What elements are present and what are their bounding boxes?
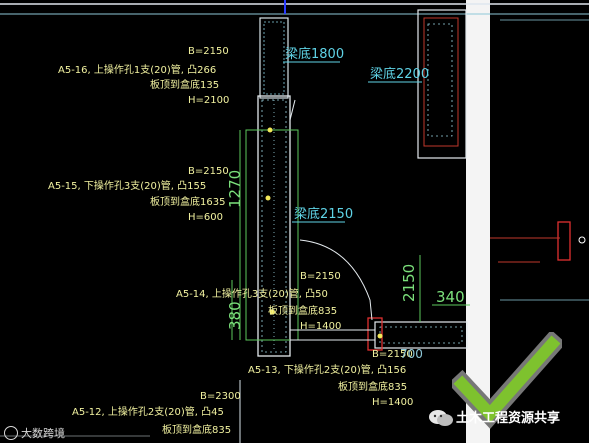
label-a512: A5-12, 上操作孔2支(20)管, 凸45 [72,407,224,418]
label-b2150-4: B=2150 [372,349,413,360]
label-beam2200: 梁底2200 [370,67,430,82]
label-a513-sub: 板顶到盒底835 [338,382,408,393]
logo-icon [4,426,18,440]
label-a515: A5-15, 下操作孔3支(20)管, 凸155 [48,181,207,192]
dim-1270: 1270 [226,169,244,208]
dim-340: 340 [436,288,465,306]
label-a514: A5-14, 上操作孔3支(20)管, 凸50 [176,289,328,300]
label-beam1800: 梁底1800 [285,47,345,62]
label-h2100: H=2100 [188,95,230,106]
watermark-right: 土木工程资源共享 [428,408,560,428]
watermark-right-text: 土木工程资源共享 [456,410,561,426]
wechat-icon [429,410,453,426]
watermark-left: 大数跨境 [4,425,65,441]
label-a516-sub: 板顶到盒底135 [150,80,220,91]
dim-380: 380 [226,301,244,330]
label-a515-sub: 板顶到盒底1635 [150,197,226,208]
label-h1400-1: H=1400 [300,321,342,332]
checkmark-icon [452,332,562,429]
label-h1400-2: H=1400 [372,397,414,408]
dim-700: 700 [400,347,423,361]
label-a512-sub: 板顶到盒底835 [162,425,232,436]
label-a514-sub: 板顶到盒底835 [268,306,338,317]
label-b2150-2: B=2150 [188,166,229,177]
label-h600: H=600 [188,212,223,223]
dim-2150: 2150 [400,263,418,302]
label-beam2150: 梁底2150 [294,207,354,222]
watermark-left-text: 大数跨境 [21,427,65,440]
white-column [466,0,490,443]
label-b2150-3: B=2150 [300,271,341,282]
label-b2300: B=2300 [200,391,241,402]
label-b2150-1: B=2150 [188,46,229,57]
label-a513: A5-13, 下操作孔2支(20)管, 凸156 [248,365,407,376]
label-a516: A5-16, 上操作孔1支(20)管, 凸266 [58,65,217,76]
